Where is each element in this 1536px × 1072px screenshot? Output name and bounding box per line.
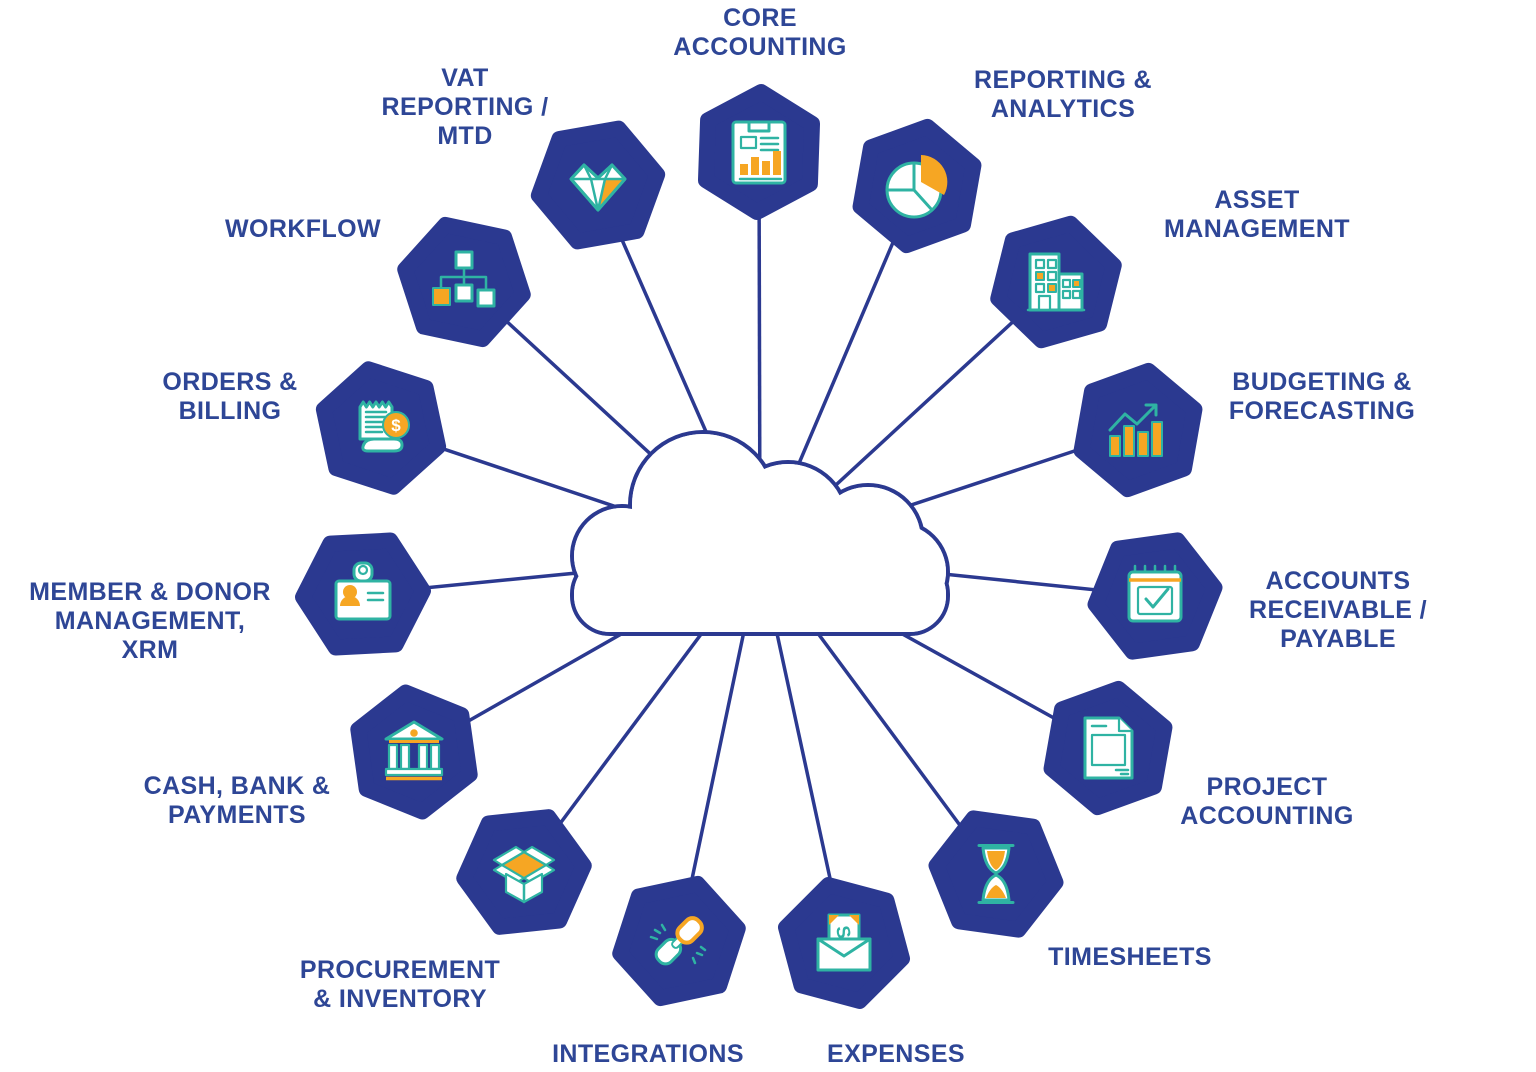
spreadsheet-document-icon <box>1083 716 1134 780</box>
svg-text:S: S <box>831 924 854 940</box>
label-orders-billing: ORDERS & BILLING <box>162 368 298 425</box>
buildings-icon <box>1026 252 1086 312</box>
bar-chart-arrow-icon <box>1108 403 1163 457</box>
node-budgeting-forecasting <box>1073 362 1203 498</box>
label-cash-bank-payments: CASH, BANK & PAYMENTS <box>143 772 331 829</box>
hexagon-cash-bank-payments <box>350 684 478 820</box>
label-reporting-analytics: REPORTING & ANALYTICS <box>973 66 1153 123</box>
label-procurement-inventory: PROCUREMENT & INVENTORY <box>299 956 501 1013</box>
label-member-donor-management-xrm: MEMBER & DONOR MANAGEMENT, XRM <box>29 578 271 664</box>
node-orders-billing: $ <box>315 361 447 495</box>
receipt-coin-icon: $ <box>358 400 410 453</box>
node-procurement-inventory <box>456 809 592 935</box>
node-expenses: S <box>778 877 910 1009</box>
label-expenses: EXPENSES <box>827 1040 965 1068</box>
id-badge-icon <box>334 561 392 621</box>
label-integrations: INTEGRATIONS <box>552 1040 744 1068</box>
node-reporting-analytics <box>852 118 982 254</box>
money-envelope-icon: S <box>816 913 872 972</box>
chain-link-icon <box>649 916 707 966</box>
node-workflow <box>397 216 531 348</box>
label-project-accounting: PROJECT ACCOUNTING <box>1180 773 1354 830</box>
node-core-accounting <box>697 84 821 220</box>
open-box-icon <box>492 845 556 904</box>
label-accounts-receivable-payable: ACCOUNTS RECEIVABLE / PAYABLE <box>1249 567 1427 653</box>
label-budgeting-forecasting: BUDGETING & FORECASTING <box>1228 368 1416 425</box>
label-core-accounting: CORE ACCOUNTING <box>673 4 847 61</box>
label-asset-management: ASSET MANAGEMENT <box>1164 186 1350 243</box>
diamond-gem-icon <box>569 163 627 212</box>
node-accounts-receivable-payable <box>1087 532 1223 660</box>
report-document-icon <box>731 120 787 185</box>
node-timesheets <box>928 810 1064 938</box>
hexagon-budgeting-forecasting <box>1073 362 1203 498</box>
cloud-icon <box>570 430 950 636</box>
node-project-accounting <box>1043 680 1173 816</box>
node-vat-reporting-mtd <box>530 120 666 250</box>
label-workflow: WORKFLOW <box>225 215 381 243</box>
org-chart-icon <box>432 250 496 308</box>
node-integrations <box>612 875 746 1007</box>
calendar-check-icon <box>1127 564 1183 623</box>
label-vat-reporting-mtd: VAT REPORTING / MTD <box>381 64 549 150</box>
bank-building-icon <box>384 720 444 781</box>
node-member-donor-management-xrm <box>295 532 431 656</box>
svg-text:$: $ <box>391 416 401 435</box>
hourglass-icon <box>977 844 1015 904</box>
node-cash-bank-payments <box>350 684 478 820</box>
node-asset-management <box>990 215 1122 349</box>
pie-chart-icon <box>885 155 948 219</box>
label-timesheets: TIMESHEETS <box>1048 943 1212 971</box>
